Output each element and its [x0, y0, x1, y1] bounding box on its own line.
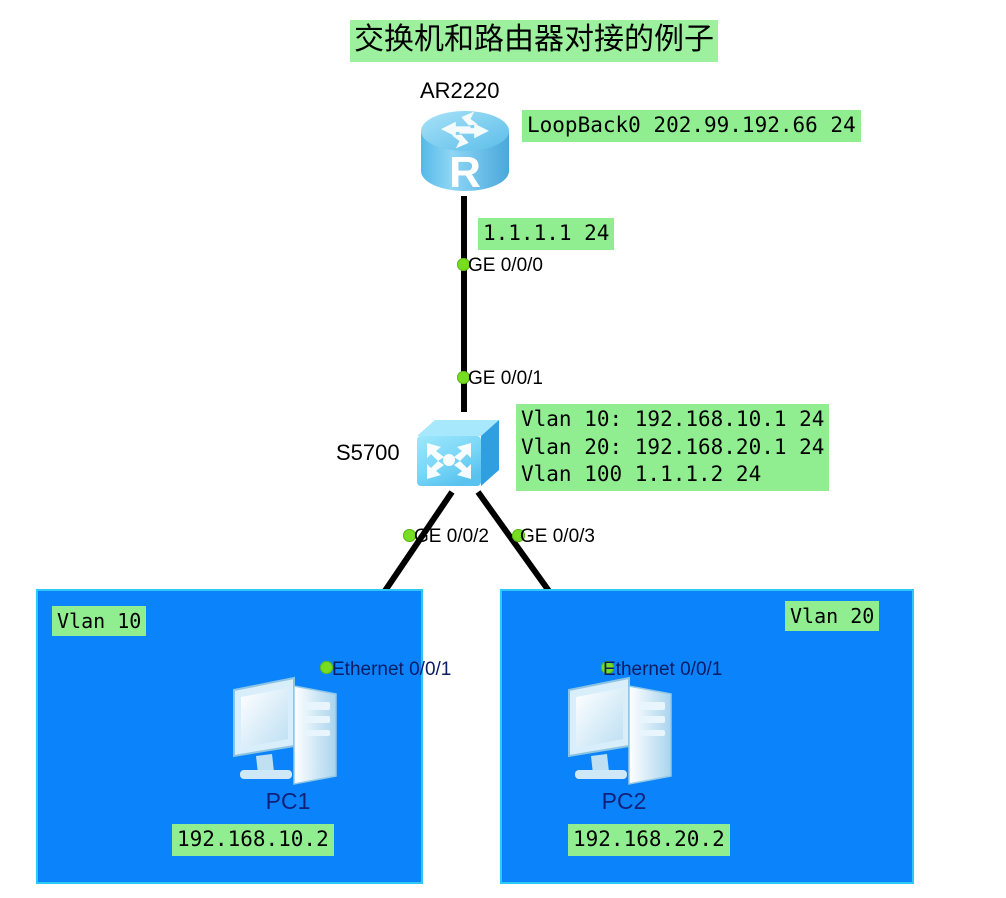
port-dot-ge003[interactable] — [512, 529, 525, 542]
pc2-ip-tag: 192.168.20.2 — [568, 824, 730, 856]
pc1-ip-tag: 192.168.10.2 — [172, 824, 334, 856]
router-name-text: AR2220 — [420, 78, 500, 103]
vlan-zone-right-label: Vlan 20 — [785, 601, 880, 632]
host-port-dot-pc2[interactable] — [601, 661, 614, 674]
pc1-interface-label: Ethernet 0/0/1 — [332, 659, 452, 680]
switch-uplink-interface-label: GE 0/0/1 — [468, 368, 543, 389]
router-badge-letter: R — [449, 148, 481, 197]
router-loopback-tag: LoopBack0 202.99.192.66 24 — [522, 110, 861, 142]
router-icon[interactable]: R — [415, 105, 515, 197]
switch-icon[interactable] — [407, 408, 507, 500]
router-name-label: AR2220 — [420, 78, 500, 104]
pc2-icon[interactable] — [563, 668, 685, 794]
port-dot-ge001[interactable] — [457, 371, 470, 384]
switch-vlan-config-tag: Vlan 10: 192.168.10.1 24 Vlan 20: 192.16… — [516, 404, 830, 492]
port-dot-ge002[interactable] — [403, 529, 416, 542]
pc2-interface-label: Ethernet 0/0/1 — [603, 659, 723, 680]
switch-port-right-label: GE 0/0/3 — [520, 526, 595, 547]
vlan-config-line-2: Vlan 20: 192.168.20.1 24 — [521, 434, 825, 459]
pc1-icon[interactable] — [228, 668, 350, 794]
vlan-config-line-3: Vlan 100 1.1.1.2 24 — [521, 462, 762, 487]
router-interface-label: GE 0/0/0 — [468, 255, 543, 276]
router-uplink-ip-tag: 1.1.1.1 24 — [478, 218, 615, 250]
vlan-config-line-1: Vlan 10: 192.168.10.1 24 — [521, 407, 825, 431]
switch-name-label: S5700 — [336, 440, 400, 465]
pc2-name-label: PC2 — [601, 788, 647, 814]
switch-port-left-label: GE 0/0/2 — [414, 526, 489, 547]
host-port-dot-pc1[interactable] — [320, 661, 333, 674]
page-title: 交换机和路由器对接的例子 — [350, 20, 718, 62]
pc1-name-label: PC1 — [265, 788, 311, 814]
vlan-zone-left-label: Vlan 10 — [52, 606, 147, 637]
port-dot-ge000[interactable] — [457, 258, 470, 271]
